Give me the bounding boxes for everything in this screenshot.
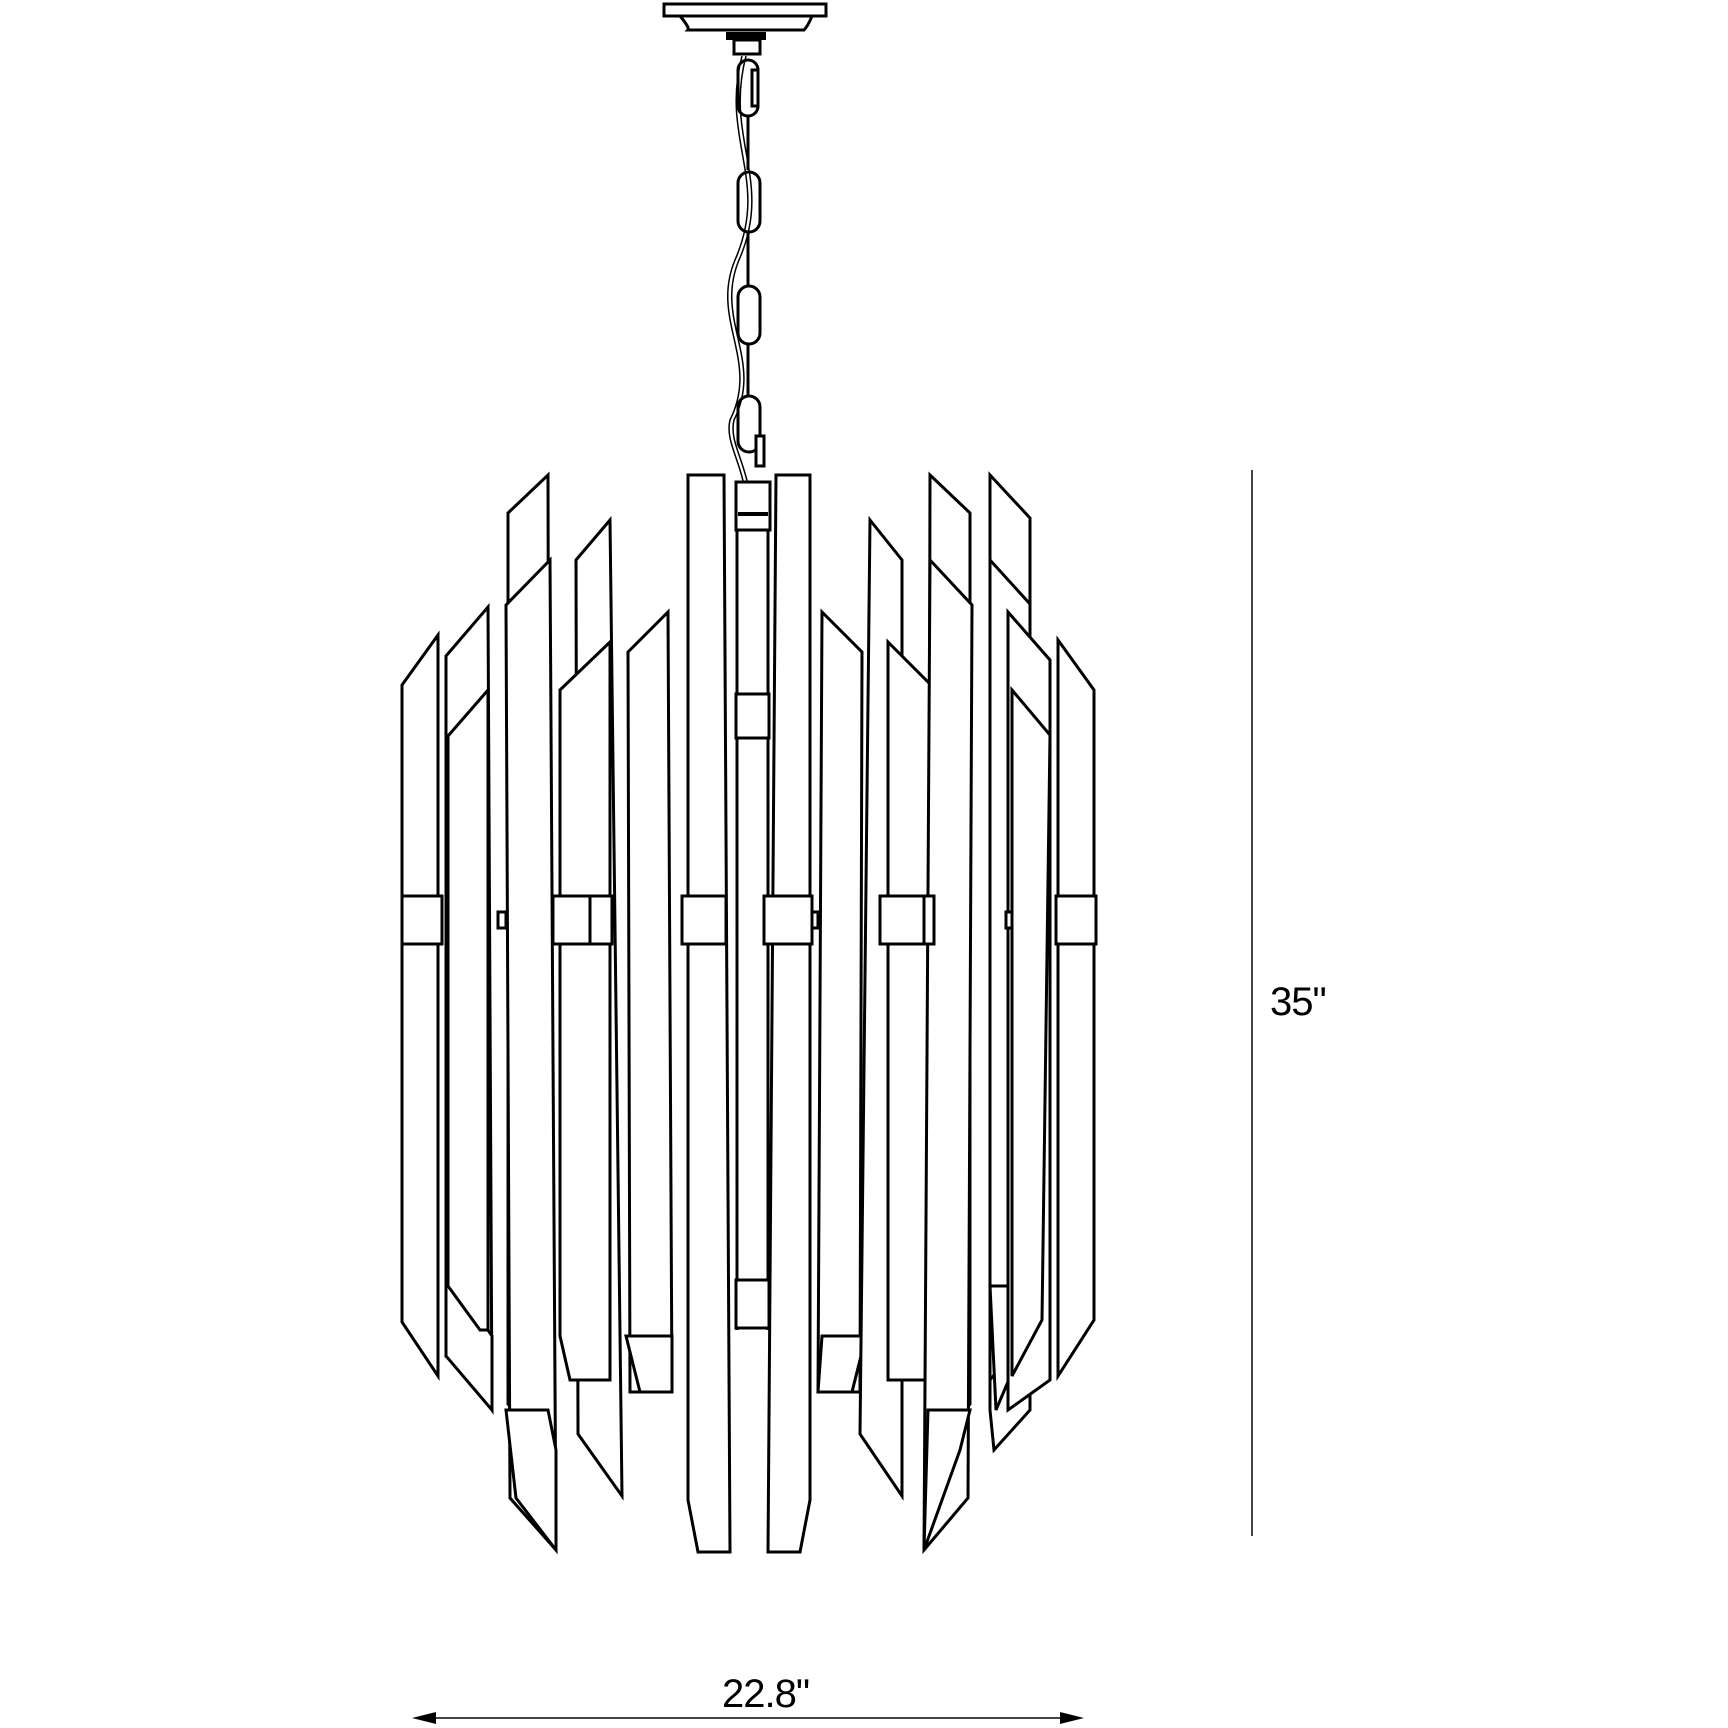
height-dimension-label: 35" [1270,980,1327,1024]
suspension-chain [727,55,766,491]
central-hub [734,480,772,1330]
mid-band-clamps [400,894,1098,946]
width-dimension-line [412,1712,1084,1724]
ceiling-canopy [662,2,828,56]
width-dimension-label: 22.8" [722,1672,810,1716]
crystal-prisms [400,471,1096,1555]
